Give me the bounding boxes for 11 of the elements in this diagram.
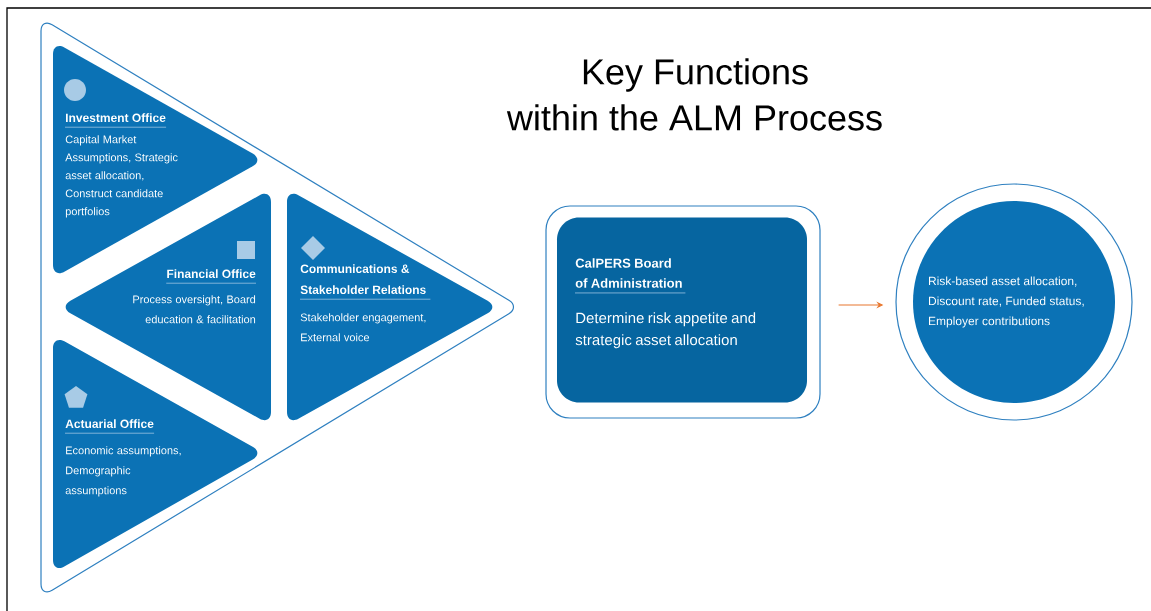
body-text: Economic assumptions, Demographic assumptions bbox=[65, 446, 181, 497]
title: Key Functions within the ALM Process bbox=[506, 58, 882, 131]
heading-text: CalPERS Board of Administration bbox=[575, 258, 682, 288]
heading-text: Financial Office bbox=[167, 269, 256, 278]
body-text: Stakeholder engagement, External voice bbox=[300, 313, 426, 342]
heading-text: Communications & Stakeholder Relations bbox=[300, 264, 426, 294]
body-text: Process oversight, Board education & facilitation bbox=[133, 295, 256, 324]
body-text: Determine risk appetite and strategic asset allocation bbox=[575, 312, 756, 349]
body-text: Capital Market Assumptions, Strategic asset allocation, Construct candidate portfolios bbox=[65, 135, 178, 218]
heading-text: Actuarial Office bbox=[65, 419, 154, 428]
heading-text: Investment Office bbox=[66, 113, 166, 122]
